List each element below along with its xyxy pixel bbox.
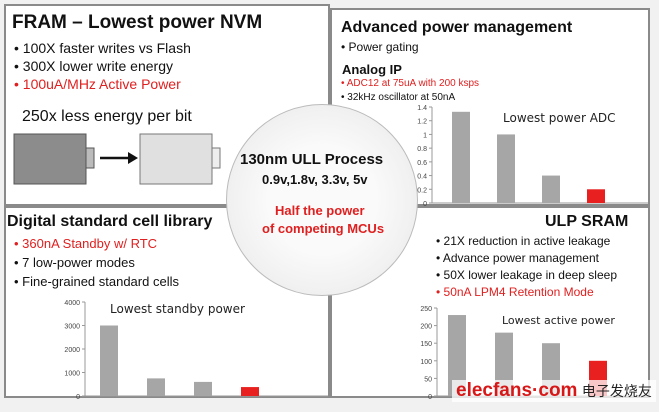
tick-label: 0 [423,201,427,208]
watermark-logo: elecfans·com 电子发烧友 [452,380,656,402]
chart-title: Lowest power ADC [503,111,616,125]
tick-label: 250 [420,306,432,313]
fram-bullet: • 300X lower write energy [14,58,173,74]
tick-label: 200 [420,324,432,331]
arrow-right-icon [100,152,138,164]
sram-bullet: • 21X reduction in active leakage [436,234,611,248]
tick-label: 4000 [64,300,80,307]
bar [587,189,605,203]
tick-label: 3000 [64,324,80,331]
watermark-cn: 电子发烧友 [581,384,652,400]
analog-bullet: • 32kHz oscillator at 50nA [341,92,456,103]
dscl-bullet: • 7 low-power modes [14,255,135,270]
voltages: 0.9v,1.8v, 3.3v, 5v [262,172,368,187]
energy-label: 250x less energy per bit [22,108,192,125]
sram-bullet: • Advance power management [436,251,599,265]
tick-label: 0 [76,394,80,401]
analog-title: Analog IP [342,62,402,77]
tick-label: 50 [424,376,432,383]
process-title: 130nm ULL Process [240,151,384,168]
battery-empty-icon [139,133,221,185]
sram-bullet: • 50nA LPM4 Retention Mode [436,285,594,299]
apm-bullet: • Power gating [341,40,419,54]
tick-label: 2000 [64,347,80,354]
tick-label: 150 [420,341,432,348]
tick-label: 1 [423,132,427,139]
tick-label: 0.4 [417,174,427,181]
tick-label: 1.2 [417,119,427,126]
center-circle [226,104,418,296]
tick-label: 0.6 [417,160,427,167]
bar [147,378,165,396]
tick-label: 0.8 [417,146,427,153]
fram-title: FRAM – Lowest power NVM [12,12,263,33]
dscl-bullet: • 360nA Standby w/ RTC [14,236,158,251]
bar [542,175,560,203]
chart-title: Lowest active power [502,314,615,327]
bar [497,134,515,203]
apm-title: Advanced power management [341,19,573,36]
fram-bullet: • 100uA/MHz Active Power [14,76,181,92]
sram-title: ULP SRAM [545,213,629,230]
tick-label: 0.2 [417,187,427,194]
chart-title: Lowest standby power [110,302,245,316]
watermark-text: elecfans·com [456,380,578,401]
claim-line2: of competing MCUs [262,221,385,236]
bar [194,381,212,396]
battery-full-icon [13,133,95,185]
dscl-bullet: • Fine-grained standard cells [14,274,179,289]
tick-label: 100 [420,359,432,366]
dscl-title: Digital standard cell library [7,213,213,230]
tick-label: 1.4 [417,105,427,112]
tick-label: 1000 [64,371,80,378]
sram-bullet: • 50X lower leakage in deep sleep [436,268,617,282]
claim-line1: Half the power [275,203,365,218]
bar [100,325,118,396]
analog-bullet: • ADC12 at 75uA with 200 ksps [341,78,480,89]
fram-bullet: • 100X faster writes vs Flash [14,40,191,56]
bar [448,315,466,396]
bar [452,111,470,203]
bar [241,387,259,396]
tick-label: 0 [428,394,432,401]
